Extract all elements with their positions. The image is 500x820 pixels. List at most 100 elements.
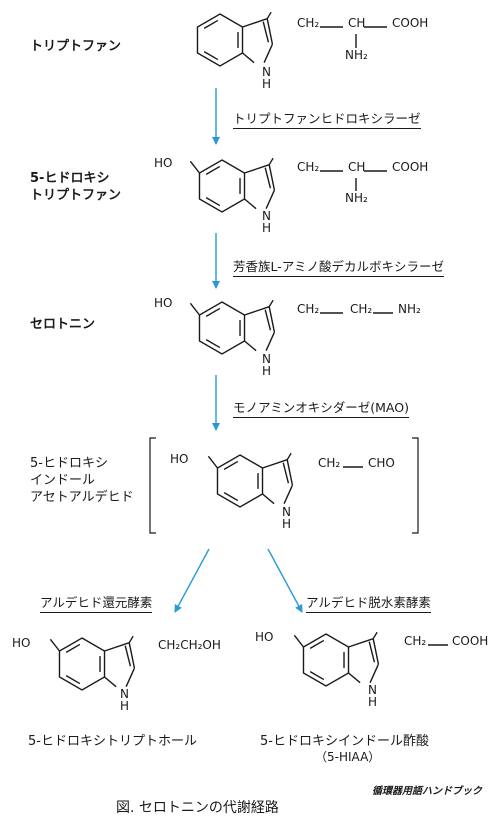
- arrow-5: [267, 548, 303, 613]
- pyrrole-bond: [286, 459, 294, 486]
- pyrrole-double-bond: [264, 309, 272, 331]
- pyrrole-bond: [128, 642, 136, 669]
- pyrrole-double-bond: [262, 21, 270, 43]
- trp-nh2: NH₂: [345, 48, 368, 62]
- serotonin-structure: [189, 299, 276, 355]
- pyrrole-bond: [262, 493, 275, 505]
- pyrrole-bond: [244, 340, 257, 352]
- pyrrole-bond: [348, 638, 374, 648]
- pyrrole-bond: [263, 43, 274, 63]
- hydroxytryptophol-label: 5-ヒドロキシトリプトホール: [28, 734, 197, 749]
- ser-ho: HO: [154, 296, 173, 310]
- htol-nh: N H: [120, 687, 130, 713]
- double-bond: [205, 307, 221, 317]
- hiaa-nh: N H: [368, 683, 378, 709]
- aldehyde-structure: [207, 452, 294, 508]
- ser-ch2a: CH₂: [297, 302, 320, 316]
- left-bracket: [149, 437, 156, 534]
- htol-ho: HO: [12, 636, 31, 650]
- pyrrole-bond: [244, 198, 257, 210]
- double-bond: [203, 51, 219, 61]
- ho-bond: [189, 302, 201, 316]
- hydroxytryptophan-structure: [189, 157, 276, 213]
- arrow-4: [174, 548, 210, 613]
- pyrrole-bond: [268, 164, 276, 191]
- benzene-ring: [58, 637, 106, 691]
- pyrrole-bond: [104, 642, 130, 652]
- htp-ch: CH: [348, 160, 366, 174]
- enzyme-aromatic-decarboxylase: 芳香族L-アミノ酸デカルボキシラーゼ: [233, 256, 445, 277]
- enzyme-aldehyde-dehydrogenase: アルデヒド脱水素酵素: [306, 592, 431, 613]
- double-bond: [223, 492, 239, 502]
- hial-ch2: CH₂: [318, 456, 341, 470]
- side-chain-bond: [268, 299, 274, 308]
- double-bond: [223, 460, 239, 470]
- side-chain-bond: [372, 631, 378, 640]
- pyrrole-bond: [244, 164, 270, 174]
- pyrrole-bond: [283, 484, 294, 504]
- source-credit: 循環器用語ハンドブック: [372, 786, 482, 797]
- pyrrole-double-bond: [282, 462, 290, 484]
- side-chain-bond: [128, 635, 134, 644]
- benzene-ring: [302, 633, 350, 687]
- pyrrole-bond: [265, 189, 276, 209]
- hiaa-ho: HO: [255, 630, 274, 644]
- pyrrole-bond: [348, 672, 361, 684]
- figure-caption: 図. セロトニンの代謝経路: [116, 800, 279, 816]
- enzyme-aldehyde-reductase: アルデヒド還元酵素: [40, 592, 153, 613]
- hial-nh: N H: [282, 505, 292, 531]
- enzyme-tryptophan-hydroxylase: トリプトファンヒドロキシラーゼ: [233, 108, 421, 129]
- pyrrole-bond: [262, 459, 288, 469]
- benzene-ring: [198, 301, 246, 355]
- pyrrole-bond: [242, 52, 255, 64]
- pyrrole-bond: [372, 638, 380, 665]
- hydroxyindoleacetaldehyde-label: 5-ヒドロキシ インドール アセトアルデヒド: [30, 456, 134, 505]
- ho-bond: [207, 455, 219, 469]
- ho-bond: [49, 638, 61, 652]
- double-bond: [203, 19, 219, 29]
- hiaa-ch2: CH₂: [404, 634, 427, 648]
- htol-side: CH₂CH₂OH: [158, 638, 221, 652]
- hial-ho: HO: [170, 452, 189, 466]
- benzene-ring: [196, 13, 244, 67]
- side-chain-bond: [286, 452, 292, 461]
- pyrrole-bond: [265, 331, 276, 351]
- trp-cooh: COOH: [392, 16, 429, 30]
- hiaa-cooh: COOH: [452, 634, 489, 648]
- pyrrole-bond: [266, 18, 274, 45]
- right-bracket: [412, 437, 419, 534]
- benzene-ring: [216, 454, 264, 508]
- pyrrole-bond: [242, 18, 268, 28]
- side-chain-bond: [266, 11, 272, 20]
- tryptophol-structure: [49, 635, 136, 691]
- pyrrole-double-bond: [264, 167, 272, 189]
- trp-ch2: CH₂: [297, 16, 320, 30]
- double-bond: [65, 643, 81, 653]
- hiaa-abbr: （5-HIAA）: [315, 750, 381, 764]
- trp-nh: N H: [262, 65, 272, 91]
- pyrrole-bond: [268, 306, 276, 333]
- ser-nh2: NH₂: [398, 302, 421, 316]
- enzyme-mao: モノアミンオキシダーゼ(MAO): [233, 397, 409, 418]
- double-bond: [205, 197, 221, 207]
- double-bond: [309, 639, 325, 649]
- double-bond: [65, 675, 81, 685]
- tryptophan-label: トリプトファン: [30, 39, 122, 54]
- side-chain-bond: [268, 157, 274, 166]
- double-bond: [205, 339, 221, 349]
- hiaa-label: 5-ヒドロキシインドール酢酸: [260, 734, 429, 749]
- htp-ho: HO: [154, 156, 173, 170]
- pyrrole-bond: [125, 667, 136, 687]
- hiaa-structure: [293, 631, 380, 687]
- ser-ch2b: CH₂: [350, 302, 373, 316]
- trp-ch: CH: [348, 16, 366, 30]
- pyrrole-double-bond: [124, 645, 132, 667]
- pyrrole-bond: [104, 676, 117, 688]
- double-bond: [309, 671, 325, 681]
- benzene-ring: [198, 159, 246, 213]
- ser-nh: N H: [262, 352, 272, 378]
- ho-bond: [189, 160, 201, 174]
- pyrrole-bond: [244, 306, 270, 316]
